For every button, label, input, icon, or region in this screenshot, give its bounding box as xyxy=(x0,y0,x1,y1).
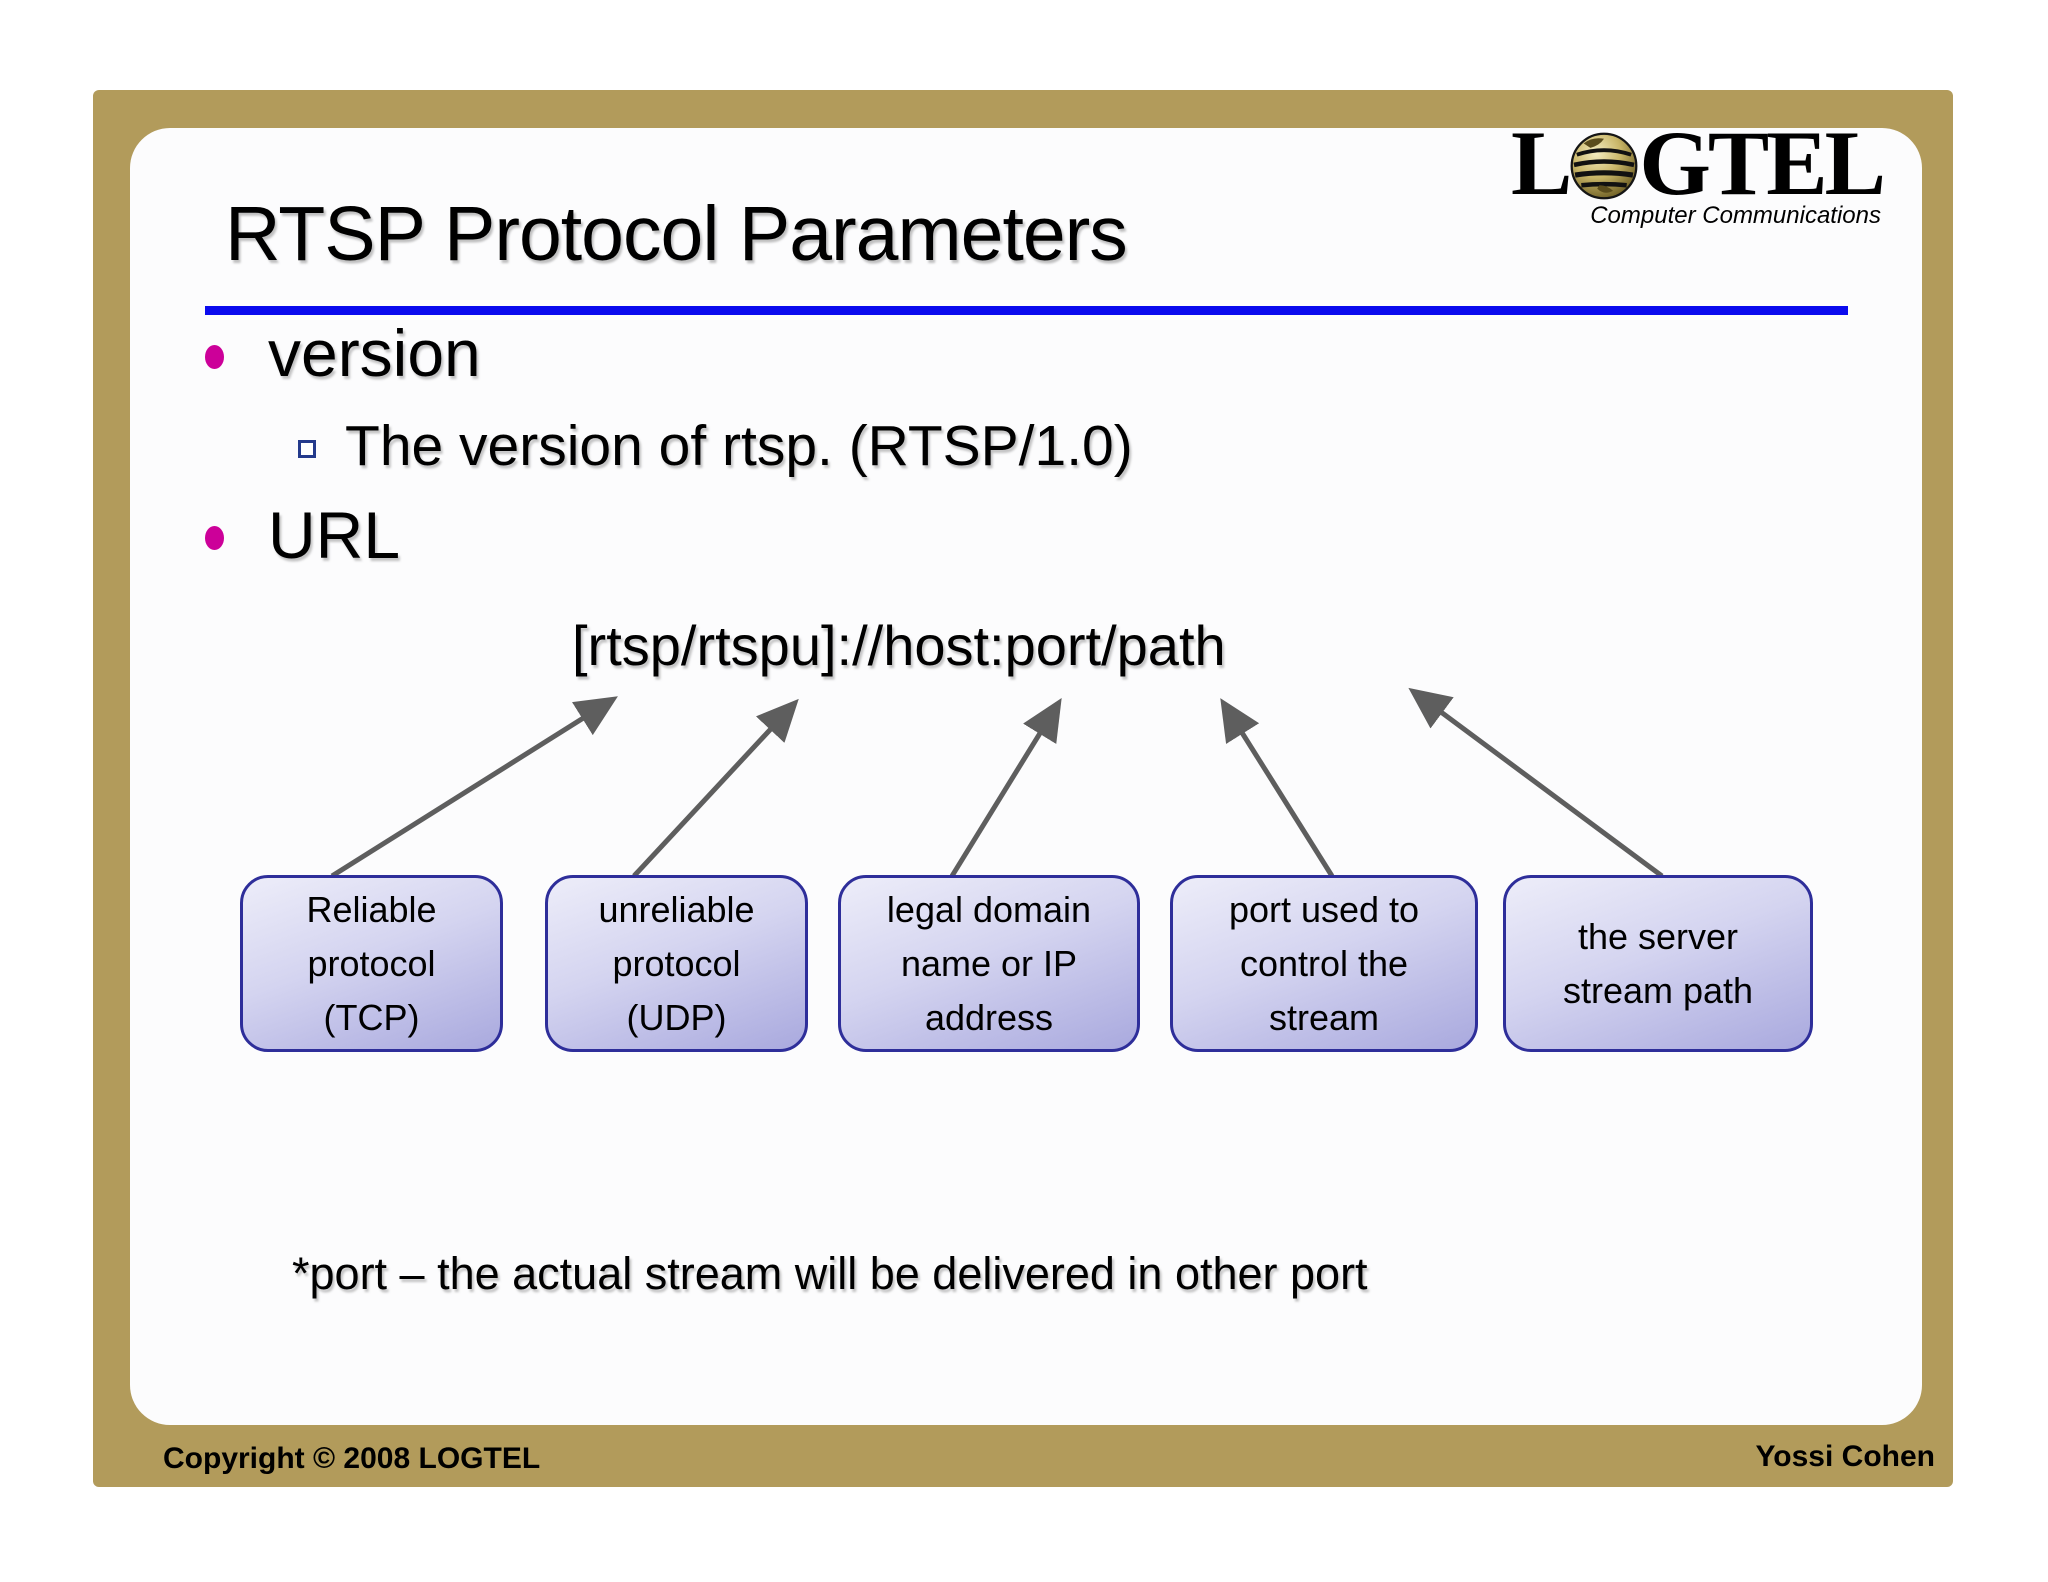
callout-box-unreliable-protocol: unreliable protocol (UDP) xyxy=(545,875,808,1052)
sub-bullet-version-text: The version of rtsp. (RTSP/1.0) xyxy=(345,414,1133,478)
logtel-logo: L GTEL Computer Communication xyxy=(1511,112,1886,230)
page-title: RTSP Protocol Parameters xyxy=(225,191,1128,277)
callout-box-label: unreliable protocol (UDP) xyxy=(598,888,755,1038)
logo-row: L GTEL xyxy=(1511,112,1886,214)
callout-box-stream-path: the server stream path xyxy=(1503,875,1813,1052)
callout-box-label: port used to control the stream xyxy=(1228,888,1420,1038)
logo-letters-gtel: GTEL xyxy=(1639,112,1886,214)
callout-box-domain: legal domain name or IP address xyxy=(838,875,1140,1052)
bullet-url: URL xyxy=(268,498,401,572)
bullet-version: version xyxy=(268,316,481,390)
callout-box-reliable-protocol: Reliable protocol (TCP) xyxy=(240,875,503,1052)
callout-box-label: the server stream path xyxy=(1562,915,1754,1011)
callout-box-label: legal domain name or IP address xyxy=(886,888,1092,1038)
globe-icon xyxy=(1570,132,1638,200)
sub-bullet-icon xyxy=(298,440,316,458)
footer-author: Yossi Cohen xyxy=(1755,1440,1935,1473)
bullet-icon xyxy=(205,526,224,550)
callout-box-port: port used to control the stream xyxy=(1170,875,1478,1052)
footer-copyright: Copyright © 2008 LOGTEL xyxy=(163,1442,541,1475)
url-format-text: [rtsp/rtspu]://host:port/path xyxy=(572,614,1226,677)
logo-letter-l: L xyxy=(1510,112,1572,214)
callout-box-label: Reliable protocol (TCP) xyxy=(306,888,437,1038)
bullet-icon xyxy=(205,345,224,369)
title-underline xyxy=(205,306,1848,315)
port-footnote: *port – the actual stream will be delive… xyxy=(292,1248,1368,1299)
logo-tagline: Computer Communications xyxy=(1590,202,1881,229)
